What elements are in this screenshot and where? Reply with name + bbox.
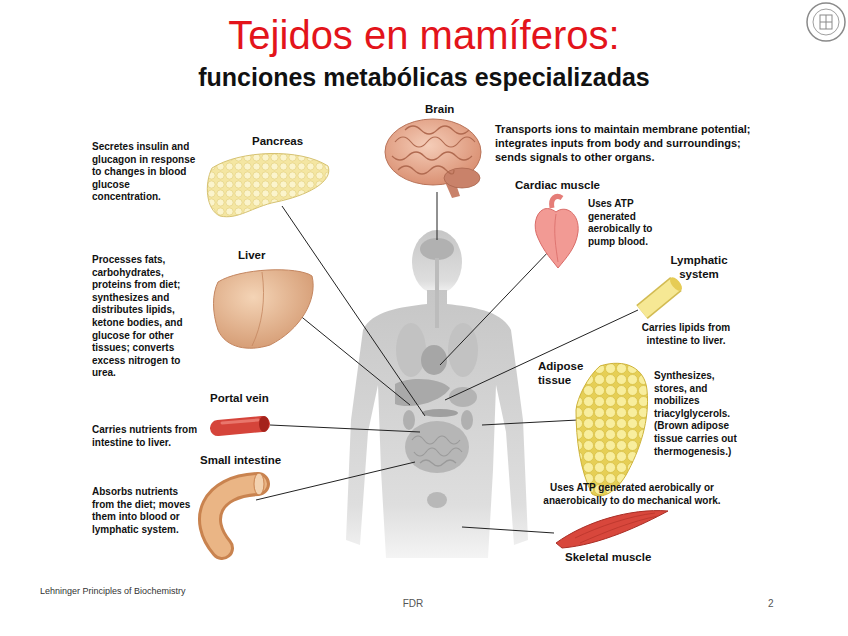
text-holder: Tejidos en mamíferos: [0,12,848,58]
organ-function: Uses ATP generated aerobically or anaero… [532,482,732,507]
text-holder: Brain [425,102,454,116]
organ-name: Adipose tissue [538,359,590,387]
organ-name: Portal vein [210,391,269,405]
text-holder: Skeletal muscle [565,550,651,564]
organ-callout: Lymphatic systemCarries lipids from inte… [630,253,744,350]
text-holder: funciones metabólicas especializadas [0,62,848,92]
text-holder: Uses ATP generated aerobically to pump b… [588,198,663,248]
pancreas-picture [207,153,328,216]
small-intestine-picture [210,473,264,548]
organ-function: Absorbs nutrients from the diet; moves t… [92,486,197,536]
organ-name: Pancreas [252,134,303,148]
brain-picture [385,119,481,198]
liver-picture [214,270,314,349]
organ-callout: Liver Processes fats, carbohydrates, prot… [92,248,268,382]
organ-function: Transports ions to maintain membrane pot… [495,122,763,164]
organ-name: Liver [238,248,266,262]
text-holder: Portal vein [210,391,269,405]
organ-callout: Portal veinCarries nutrients from intest… [92,391,271,452]
page-number: 2 [768,598,774,610]
source-credit: Lehninger Principles of Biochemistry [40,586,186,597]
slide-subtitle: funciones metabólicas especializadas [0,62,848,92]
organ-name: Skeletal muscle [565,550,651,564]
text-holder: Carries lipids from intestine to liver. [630,322,742,347]
text-holder: Cardiac muscle [515,178,600,192]
text-holder: Transports ions to maintain membrane pot… [495,122,763,164]
text-holder: Adipose tissue [538,359,590,387]
text-holder: Secretes insulin and glucagon in respons… [92,141,197,204]
heart-picture [535,196,578,268]
body-organs [395,238,478,508]
text-holder: Absorbs nutrients from the diet; moves t… [92,486,197,536]
organ-name: Small intestine [200,453,281,467]
text-holder: Processes fats, carbohydrates, proteins … [92,254,200,380]
organ-callout: PancreasSecretes insulin and glucagon in… [92,134,306,206]
text-holder: FDR [380,598,446,610]
skeletal-muscle-picture [556,511,668,548]
organ-name: Cardiac muscle [515,178,600,192]
organ-function: Processes fats, carbohydrates, proteins … [92,254,200,380]
organ-function: Carries lipids from intestine to liver. [630,322,742,347]
organ-callout: BrainTransports ions to maintain membran… [425,102,765,166]
text-holder: Carries nutrients from intestine to live… [92,424,212,449]
university-seal [807,3,845,41]
slide-title: Tejidos en mamíferos: [0,12,848,58]
text-holder: 2 [768,598,774,610]
organ-name: Lymphatic system [660,253,738,281]
text-holder: Small intestine [200,453,281,467]
organ-callout: Skeletal muscle Uses ATP generated aerobi… [532,482,734,566]
text-holder: Lymphatic system [660,253,738,281]
text-holder: Pancreas [252,134,303,148]
organ-function: Secretes insulin and glucagon in respons… [92,141,197,204]
organ-function: Carries nutrients from intestine to live… [92,424,212,449]
body-silhouette [346,230,528,558]
adipose-picture [576,363,648,496]
portal-vein-picture [218,416,269,432]
leader-lines [256,192,638,533]
text-holder: Liver [238,248,266,262]
organ-function: Synthesizes, stores, and mobilizes triac… [654,370,746,458]
text-holder: Synthesizes, stores, and mobilizes triac… [654,370,746,458]
text-holder: Uses ATP generated aerobically or anaero… [532,482,732,507]
author-initials: FDR [380,598,446,610]
organ-callout: Adipose tissue Synthesizes, stores, and m… [538,359,748,461]
lymphatic-picture [642,275,684,312]
organ-function: Uses ATP generated aerobically to pump b… [588,198,663,248]
text-holder: Lehninger Principles of Biochemistry [40,586,186,597]
organ-callout: Cardiac muscleUses ATP generated aerobic… [515,178,665,251]
organ-callout: Small intestineAbsorbs nutrients from th… [92,453,284,539]
organ-name: Brain [425,102,454,116]
